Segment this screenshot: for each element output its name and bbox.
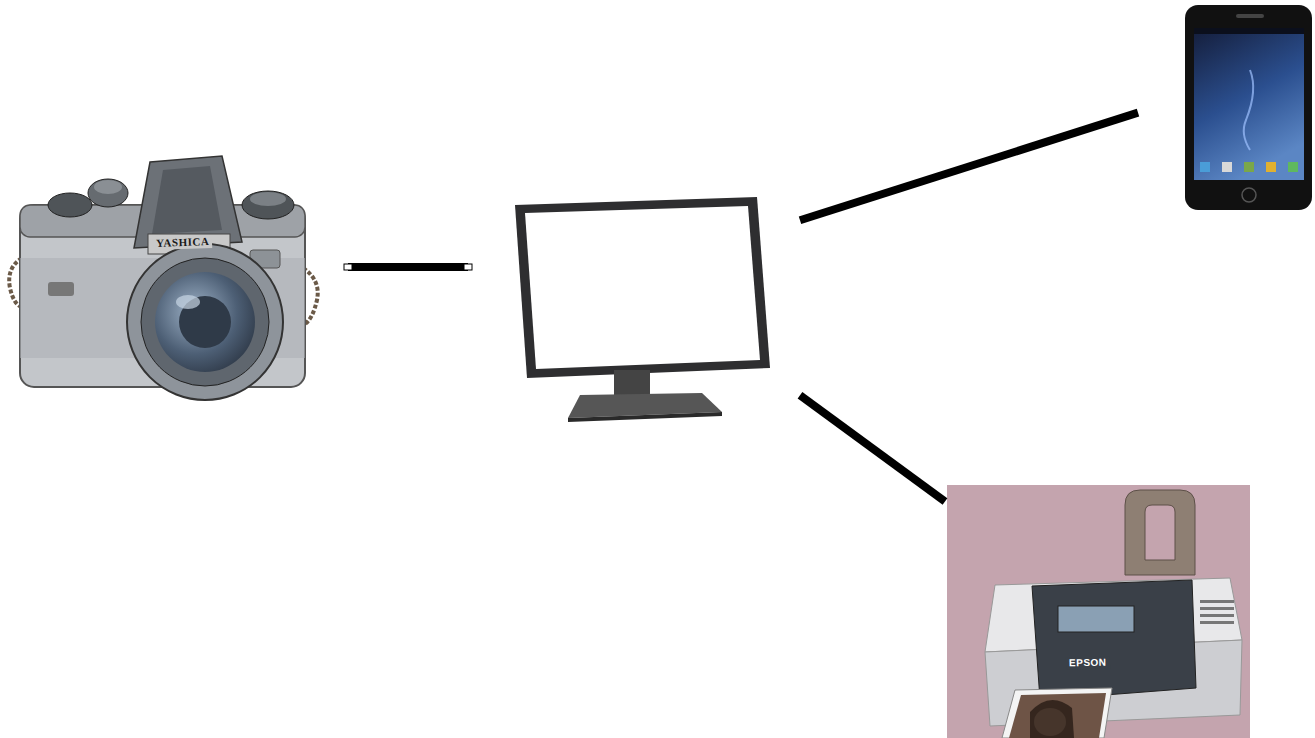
computer-monitor: [468, 190, 800, 430]
connection-line: [800, 395, 945, 501]
connection-line: [800, 113, 1138, 221]
phone-illustration: [1185, 5, 1312, 210]
brand-label: YASHICA: [153, 235, 213, 250]
camera-device: YASHICA: [5, 150, 348, 400]
monitor-illustration: [515, 197, 770, 422]
line-end-cap: [344, 264, 352, 270]
brand-label: EPSON: [1066, 657, 1110, 669]
line-end-cap: [464, 264, 472, 270]
connection-line: [348, 263, 468, 271]
smartphone: [1138, 5, 1312, 212]
printer-illustration: [947, 485, 1250, 738]
photo-printer: EPSON: [945, 485, 1250, 738]
camera-illustration: [9, 156, 318, 400]
